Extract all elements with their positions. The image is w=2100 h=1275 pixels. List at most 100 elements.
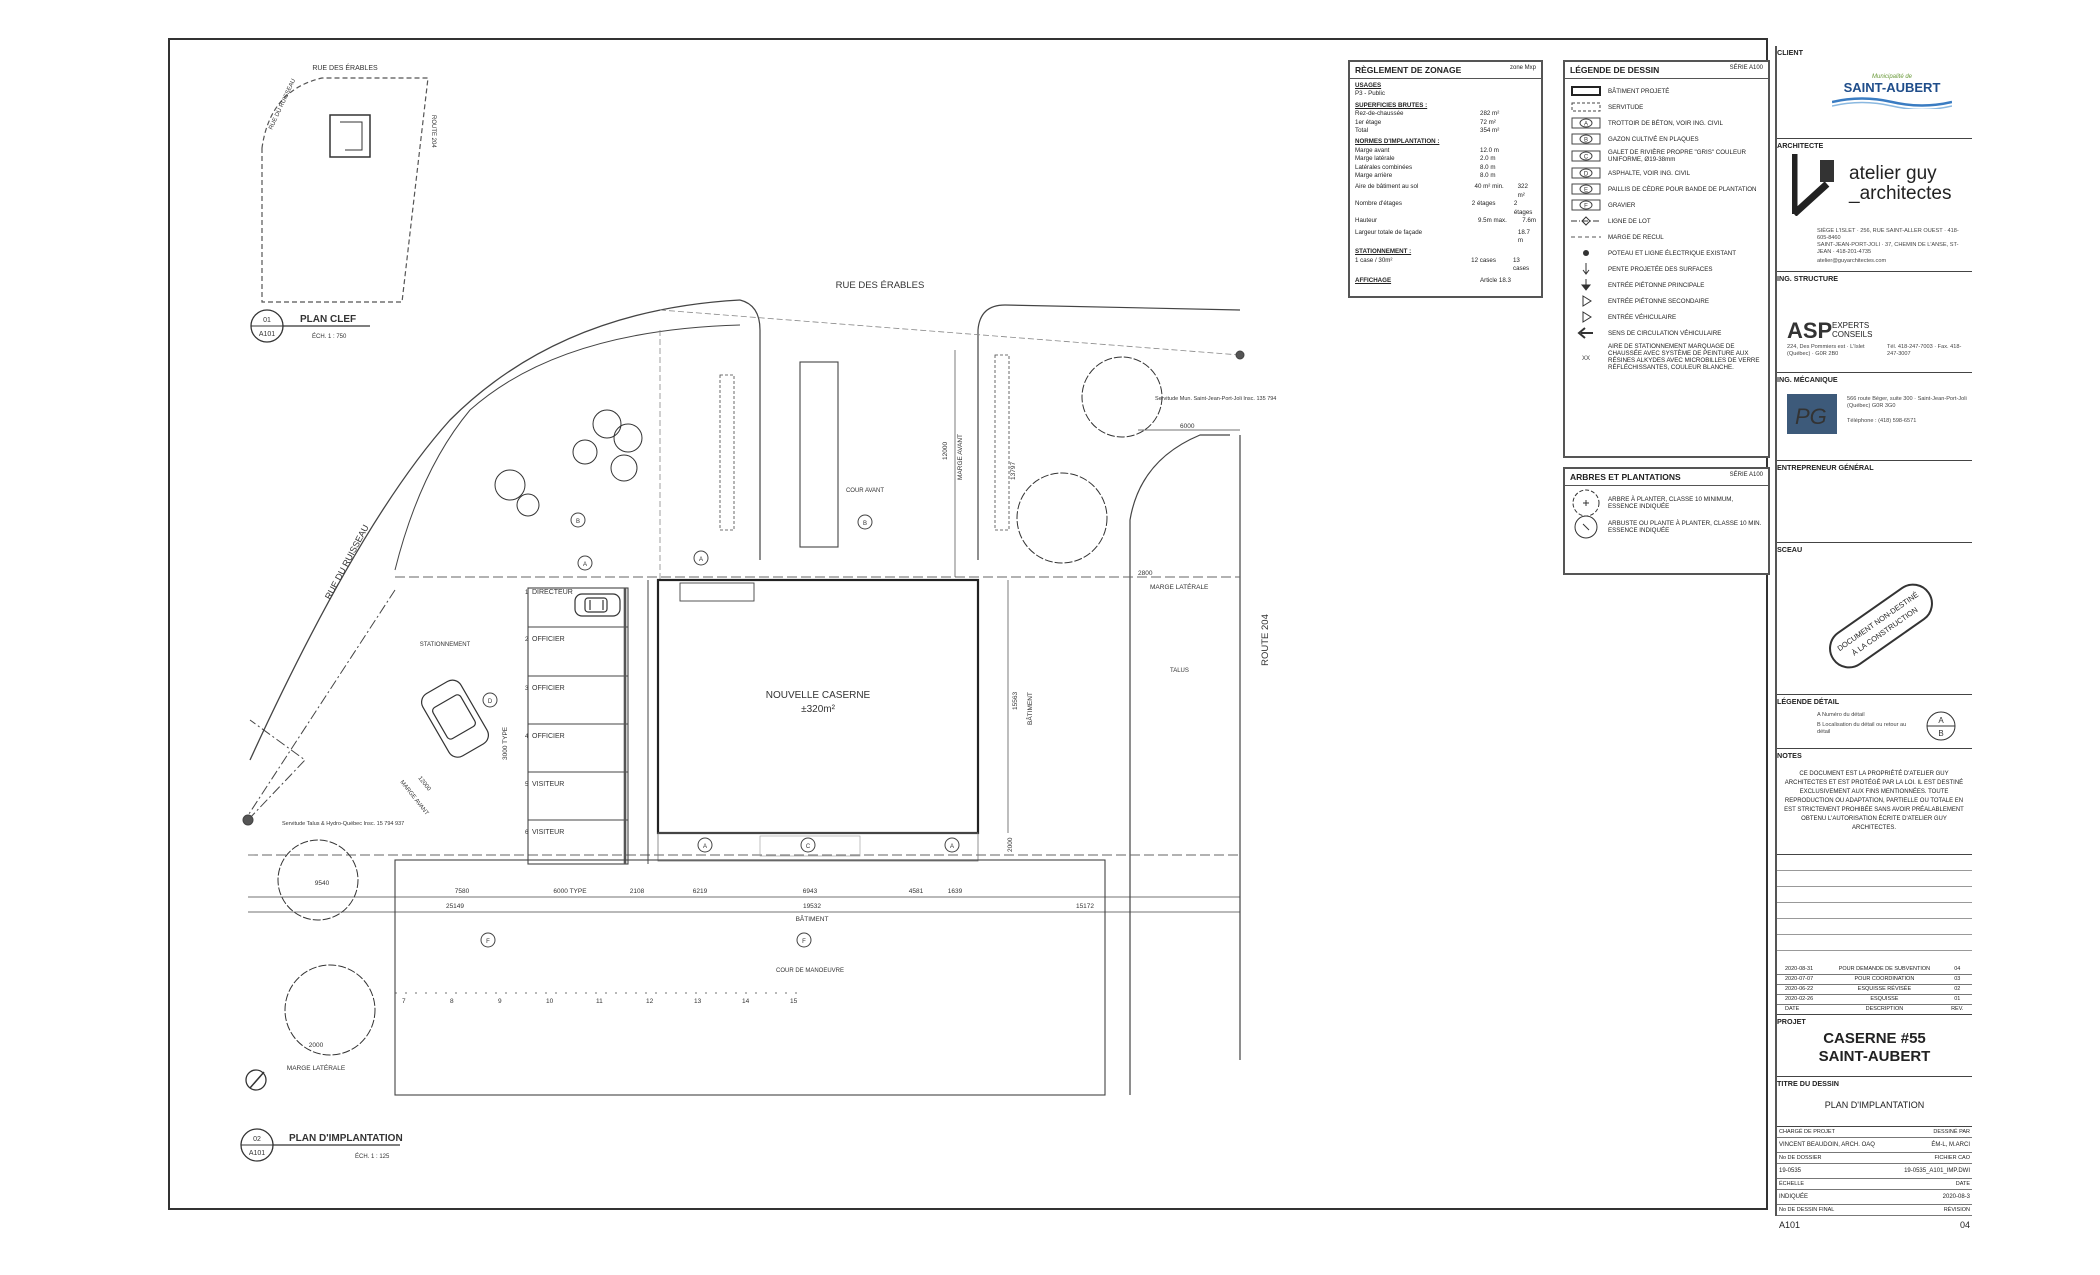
legend-symbol-icon	[1570, 279, 1602, 291]
legend-item: ENTRÉE PIÉTONNE PRINCIPALE	[1570, 279, 1763, 291]
dim-2000: 2000	[1007, 837, 1014, 852]
bottom-dim: 7580	[455, 888, 470, 895]
stall-num: 3	[525, 686, 529, 692]
svg-text:E: E	[1584, 188, 1588, 194]
trees-title: ARBRES ET PLANTATIONS	[1570, 472, 1681, 482]
mechanical-logo: PG	[1787, 394, 1837, 434]
bottom-dim: 4581	[909, 888, 924, 895]
tree-icon	[1570, 489, 1602, 517]
architect-logo	[1790, 154, 1842, 218]
key-plan-title: PLAN CLEF	[300, 314, 356, 325]
marge-laterale-left-label: MARGE LATÉRALE	[287, 1063, 346, 1072]
dim-19532: 19532	[803, 903, 821, 910]
svg-text:A: A	[1938, 716, 1944, 725]
svg-text:F: F	[1584, 204, 1588, 210]
key-tag-num: 01	[263, 317, 271, 324]
mechanical-heading: ING. MÉCANIQUE	[1777, 372, 1972, 384]
asp-phone: Tél. 418-247-7003 · Fax. 418-247-3007	[1887, 344, 1962, 357]
legend-item: LIGNE DE LOT	[1570, 215, 1763, 227]
detail-legend-b: B Localisation du détail ou retour au dé…	[1817, 722, 1907, 735]
door-number: 13	[694, 998, 702, 1005]
svg-text:D: D	[1584, 172, 1589, 178]
superficies-heading: SUPERFICIES BRUTES :	[1355, 101, 1428, 109]
svg-text:A: A	[703, 844, 707, 850]
stall-num: 5	[525, 782, 529, 788]
svg-text:A: A	[699, 557, 703, 563]
legend-symbol-icon: E	[1570, 183, 1602, 195]
notes-text: CE DOCUMENT EST LA PROPRIÉTÉ D'ATELIER G…	[1784, 771, 1964, 831]
stall-num: 6	[525, 830, 529, 836]
architect-name: atelier guy _architectes	[1849, 163, 1952, 204]
contractor-heading: ENTREPRENEUR GÉNÉRAL	[1777, 460, 1972, 472]
stall-label: OFFICIER	[532, 685, 565, 692]
dim-13797: 13797	[1010, 462, 1017, 480]
svg-text:B: B	[576, 519, 580, 525]
usages-heading: USAGES	[1355, 82, 1382, 89]
key-plan-scale: ÉCH. 1 : 750	[312, 333, 347, 340]
building-label: NOUVELLE CASERNE	[766, 690, 871, 701]
drawing-title: PLAN D'IMPLANTATION	[1824, 1100, 1925, 1110]
svg-text:F: F	[486, 939, 490, 945]
dim-15172: 15172	[1076, 903, 1094, 910]
legend-item: SENS DE CIRCULATION VÉHICULAIRE	[1570, 327, 1763, 339]
svg-text:A: A	[950, 844, 954, 850]
bottom-dim: 6219	[693, 888, 708, 895]
door-number: 8	[450, 998, 454, 1005]
project-heading: PROJET	[1777, 1014, 1972, 1026]
stall-num: 1	[525, 590, 529, 596]
legend-symbol-icon: D	[1570, 167, 1602, 179]
legend-item: POTEAU ET LIGNE ÉLECTRIQUE EXISTANT	[1570, 247, 1763, 259]
batiment-label: BÂTIMENT	[1025, 692, 1034, 725]
detail-legend-heading: LÉGENDE DÉTAIL	[1777, 694, 1972, 706]
parking-label: STATIONNEMENT	[420, 642, 471, 648]
key-street-right: ROUTE 204	[430, 115, 436, 148]
street-route-204: ROUTE 204	[1260, 614, 1271, 666]
notes-heading: NOTES	[1777, 748, 1972, 760]
tree-icon	[277, 356, 1163, 1056]
legend-item: SERVITUDE	[1570, 101, 1763, 113]
legend-symbol-icon: B	[1570, 133, 1602, 145]
marge-laterale-label: MARGE LATÉRALE	[1150, 582, 1209, 591]
legend-symbol-icon: A	[1570, 117, 1602, 129]
site-plan-labels: RUE DES ÉRABLES RUE DU RUISSEAU ROUTE 20…	[240, 280, 1276, 1162]
batiment-bottom-label: BÂTIMENT	[796, 914, 829, 923]
stall-num: 2	[525, 637, 529, 643]
marge-avant-label: MARGE AVANT	[957, 434, 964, 480]
marge-laterale-dim: 2800	[1138, 570, 1153, 577]
material-tag-icon: A A B B D A C A F F	[480, 512, 960, 948]
structure-heading: ING. STRUCTURE	[1777, 271, 1972, 283]
north-arrow-icon	[245, 1069, 267, 1091]
shrub-icon	[1570, 515, 1602, 539]
door-number: 15	[790, 998, 798, 1005]
dim-9540: 9540	[315, 880, 330, 887]
marge-laterale-left-dim: 2000	[309, 1042, 324, 1049]
site-plan-tag: 02 A101	[240, 1128, 400, 1162]
architect-address-2: SAINT-JEAN-PORT-JOLI · 37, CHEMIN DE L'A…	[1817, 242, 1959, 255]
legend-symbol-icon	[1570, 263, 1602, 275]
bottom-dim: 2108	[630, 888, 645, 895]
legend-symbol-icon	[1570, 327, 1602, 339]
bottom-dim: 1639	[948, 888, 963, 895]
street-rue-du-ruisseau: RUE DU RUISSEAU	[323, 523, 371, 601]
legend-title: LÉGENDE DE DESSIN	[1570, 65, 1660, 75]
key-tag-sheet: A101	[259, 331, 275, 338]
not-for-construction-stamp: DOCUMENT NON-DESTINÉ À LA CONSTRUCTION	[1821, 575, 1941, 677]
legend-item: BÂTIMENT PROJETÉ	[1570, 85, 1763, 97]
dim-6000: 6000	[1180, 423, 1195, 430]
seal-heading: SCEAU	[1777, 542, 1972, 554]
